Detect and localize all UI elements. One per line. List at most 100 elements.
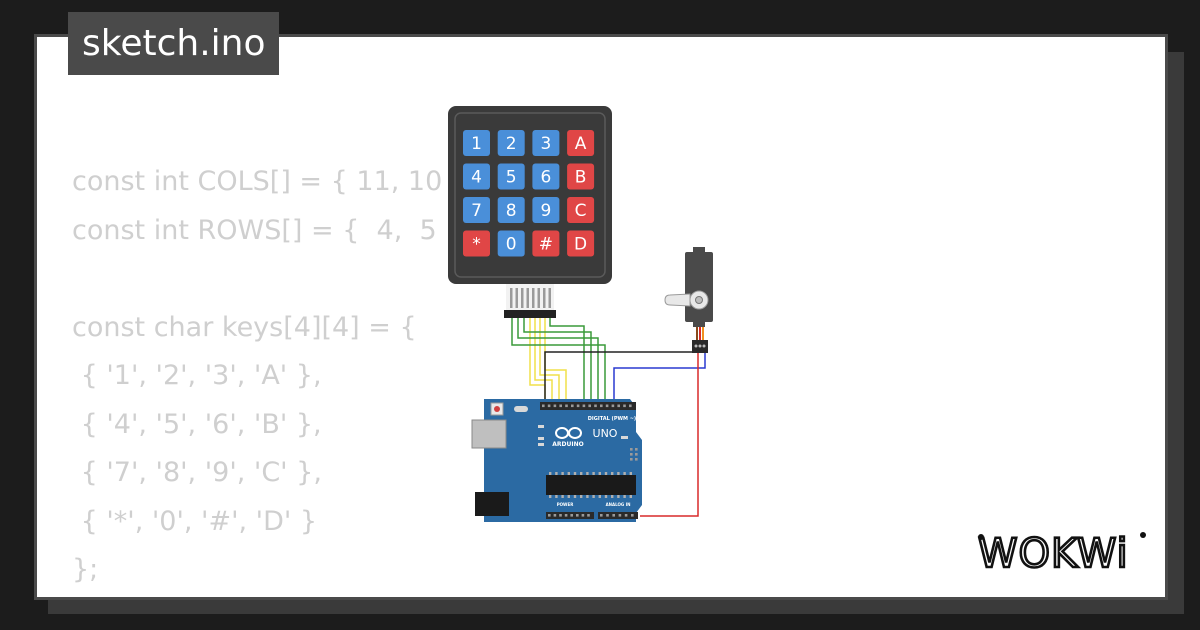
arduino-uno[interactable]: DIGITAL (PWM ~) ARDUINO UNO POWER ANALOG… <box>471 399 642 522</box>
wokwi-logo-text: WOKWi <box>978 531 1129 577</box>
wire-blue <box>613 352 706 405</box>
header-pin <box>565 404 568 408</box>
keypad-key[interactable] <box>497 230 525 257</box>
header-pin <box>559 404 562 408</box>
chip-pin <box>555 472 558 475</box>
header-pin <box>605 404 609 408</box>
arduino-logo-icon <box>555 427 582 439</box>
chip-pin <box>592 495 595 498</box>
header-pin <box>624 514 628 517</box>
keypad-key-label: * <box>472 235 481 255</box>
servo-screw-icon <box>695 296 703 304</box>
keypad-key-label: # <box>539 235 553 255</box>
servo-motor[interactable] <box>664 247 713 353</box>
keypad-key[interactable] <box>567 163 595 190</box>
keypad-key[interactable] <box>532 197 560 223</box>
wire-green <box>511 317 606 405</box>
icsp-pin <box>635 458 638 461</box>
wire-yellow <box>529 317 546 405</box>
chip-pin <box>623 472 626 475</box>
chip-pin <box>617 472 620 475</box>
chip-pin <box>623 495 626 498</box>
arduino-model: UNO <box>593 427 618 440</box>
keypad-key[interactable] <box>463 163 490 190</box>
logo-dot <box>1140 532 1146 538</box>
wires <box>511 317 706 517</box>
keypad-bezel <box>454 112 606 278</box>
chip-pin <box>567 472 570 475</box>
code-line: const int ROWS[] = { 4, 5 <box>72 214 437 246</box>
header-pin <box>612 514 615 517</box>
keypad-key[interactable] <box>463 130 490 156</box>
digital-header <box>540 402 636 410</box>
connector-pin <box>510 288 513 308</box>
chip-pin <box>561 495 564 498</box>
code-line: }; <box>72 554 99 585</box>
connector-pin <box>521 288 524 308</box>
keypad-key[interactable] <box>532 163 560 190</box>
keypad-connector <box>506 284 554 314</box>
code-line: { '1', '2', '3', 'A' }, <box>72 360 322 391</box>
keypad-key[interactable] <box>567 230 595 257</box>
keypad-key[interactable] <box>463 230 490 257</box>
header-pin <box>581 514 585 517</box>
wire-yellow <box>534 317 553 405</box>
power-jack <box>475 492 509 516</box>
chip-pin <box>573 495 577 498</box>
code-line: { '7', '8', '9', 'C' }, <box>72 457 322 488</box>
chip-pin <box>549 472 552 475</box>
chip-pin <box>586 495 589 498</box>
connector-pin <box>537 288 540 308</box>
connector-pin <box>548 288 551 308</box>
keypad-key[interactable] <box>567 197 595 223</box>
sketch-title: sketch.ino <box>68 12 280 75</box>
wire-green <box>523 317 592 405</box>
icsp-pin <box>630 448 633 451</box>
chip-pin <box>598 495 601 498</box>
header-pin <box>629 404 632 408</box>
chip-pin <box>580 472 583 475</box>
header-pin <box>571 404 574 408</box>
chip-pin <box>549 495 552 498</box>
chip-pin <box>617 495 620 498</box>
keypad-key-label: A <box>575 134 587 154</box>
keypad-key[interactable] <box>463 197 490 223</box>
code-line: const char keys[4][4] = { <box>72 311 417 343</box>
wire-green <box>549 317 585 405</box>
servo-horn <box>664 293 691 307</box>
chip-pin <box>611 495 614 498</box>
icsp-pin <box>630 453 633 456</box>
keypad-key-label: 7 <box>471 201 482 221</box>
keypad-key-label: 8 <box>506 201 517 221</box>
reset-button-cap <box>494 406 500 412</box>
keypad-key-label: C <box>575 201 587 221</box>
keypad-key[interactable] <box>497 163 525 190</box>
keypad-key[interactable] <box>497 197 525 223</box>
keypad-key[interactable] <box>497 130 525 156</box>
header-pin <box>564 514 568 517</box>
chip-pin <box>604 495 608 498</box>
led <box>621 436 628 439</box>
header-pin <box>618 514 622 517</box>
keypad-key-label: 3 <box>540 134 551 154</box>
chip-pin <box>555 495 558 498</box>
header-pin <box>559 514 562 517</box>
keypad-key[interactable] <box>532 230 560 257</box>
header-pin <box>582 404 586 408</box>
header-pin <box>600 514 603 517</box>
wire-black <box>544 351 700 405</box>
code-preview: const int COLS[] = { 11, 10 const int RO… <box>72 158 442 595</box>
chip-pin <box>598 472 601 475</box>
analog-header <box>598 512 638 519</box>
header-pin <box>606 514 609 517</box>
keypad-key-label: 6 <box>540 168 551 188</box>
power-header <box>546 512 594 519</box>
keypad-key-label: 9 <box>540 201 551 221</box>
header-pin <box>548 514 551 517</box>
servo-pin <box>698 344 702 348</box>
keypad-key[interactable] <box>532 130 560 156</box>
keypad-key[interactable] <box>567 130 595 156</box>
chip-pin <box>604 472 608 475</box>
